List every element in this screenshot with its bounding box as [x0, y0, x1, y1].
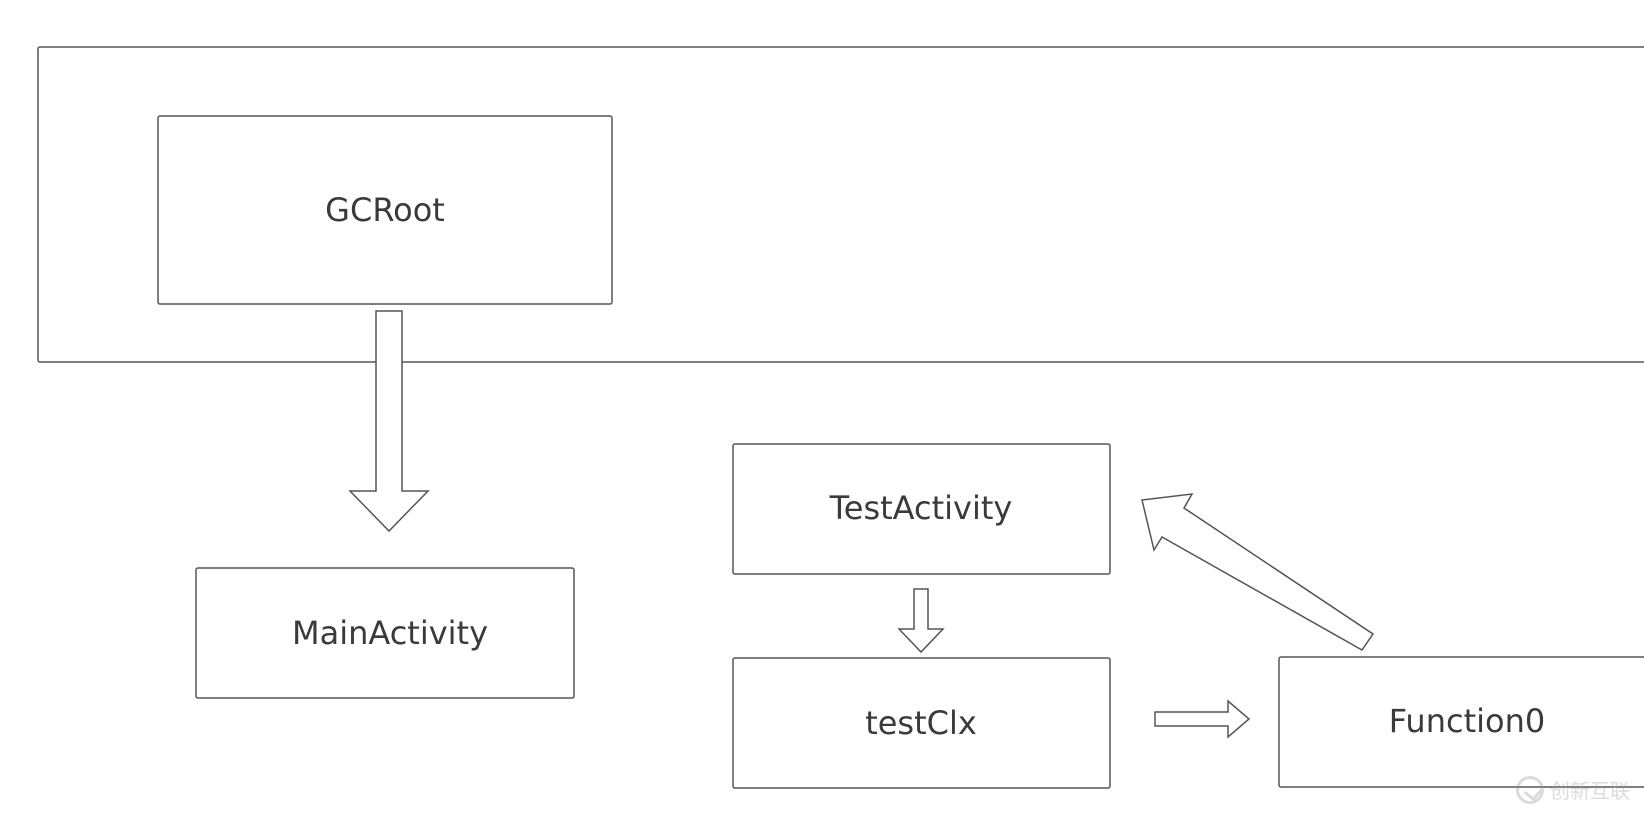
- arrow-testclx-to-function0: [1154, 699, 1251, 739]
- node-testactivity: TestActivity: [732, 443, 1111, 575]
- node-function0: Function0: [1278, 656, 1644, 788]
- node-function0-label: Function0: [1389, 702, 1545, 740]
- gc-root-region-frame: [37, 46, 1644, 363]
- node-testclx-label: testClx: [865, 704, 977, 742]
- node-testclx: testClx: [732, 657, 1111, 789]
- watermark: 创新互联: [1516, 775, 1630, 804]
- arrow-gcroot-to-mainactivity: [348, 310, 430, 533]
- node-gcroot-label: GCRoot: [325, 191, 445, 229]
- node-gcroot: GCRoot: [157, 115, 613, 305]
- arrow-function0-to-testactivity: [1141, 493, 1375, 651]
- node-mainactivity: MainActivity: [195, 567, 575, 699]
- arrow-testactivity-to-testclx: [897, 588, 945, 654]
- node-testactivity-label: TestActivity: [829, 489, 1013, 527]
- watermark-text: 创新互联: [1550, 779, 1630, 803]
- node-mainactivity-label: MainActivity: [292, 614, 488, 652]
- watermark-logo-icon: [1516, 775, 1544, 804]
